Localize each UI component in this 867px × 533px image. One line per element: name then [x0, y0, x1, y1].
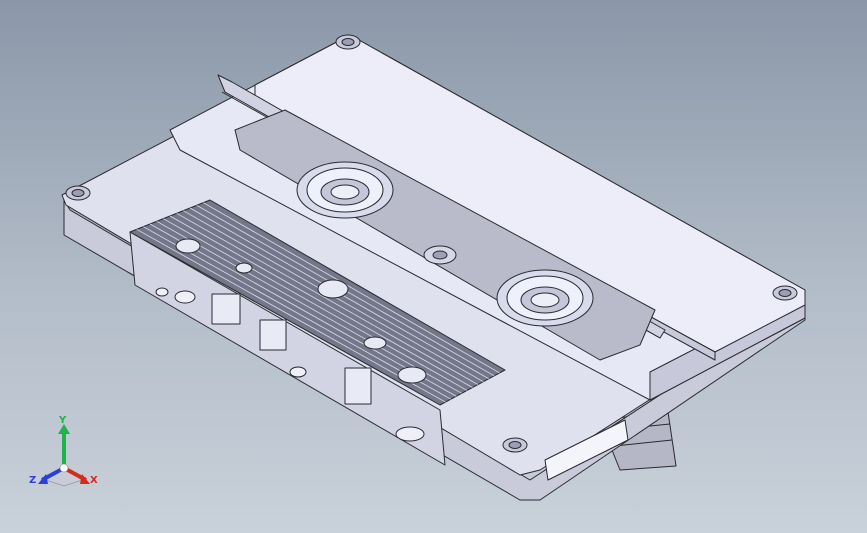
- rib-line: [176, 212, 479, 385]
- ribbed-holes: [175, 238, 427, 384]
- left-reel: [296, 161, 394, 219]
- triad-y-label: Y: [59, 415, 67, 426]
- rib-line: [163, 218, 468, 391]
- screw-holes: [65, 34, 798, 453]
- coordinate-triad: Y X Z: [24, 416, 104, 496]
- rib-line: [143, 226, 452, 400]
- write-protect-slot: [544, 419, 629, 481]
- rib-line: [203, 202, 500, 374]
- triad-z-label: Z: [29, 475, 37, 486]
- head-section-front: [129, 231, 446, 466]
- head-openings: [211, 293, 372, 405]
- rib-line: [169, 215, 473, 388]
- rib-line: [136, 228, 446, 403]
- rib-line: [156, 220, 462, 394]
- right-reel: [496, 269, 594, 327]
- center-hub: [423, 245, 457, 265]
- triad-x-label: X: [90, 475, 98, 486]
- triad-axes-icon: [38, 424, 90, 487]
